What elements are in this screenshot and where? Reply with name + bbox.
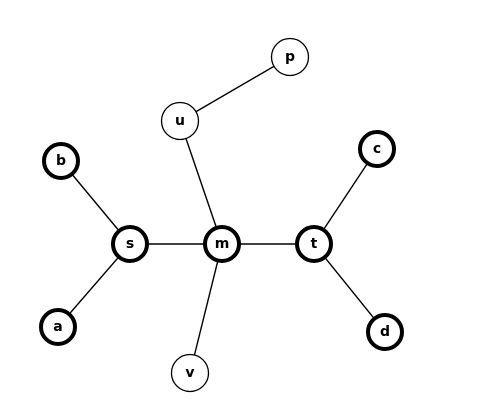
- edge-m-v: [189, 243, 223, 374]
- node-v: v: [170, 353, 210, 393]
- node-b: b: [42, 142, 80, 180]
- node-label-s: s: [126, 236, 134, 252]
- node-t: t: [295, 225, 333, 263]
- edge-u-p: [179, 56, 291, 122]
- edge-u-m: [179, 120, 223, 245]
- node-label-m: m: [215, 236, 230, 252]
- node-d: d: [366, 313, 404, 351]
- node-label-a: a: [53, 319, 62, 335]
- node-circle-c: [358, 130, 396, 168]
- nodes-layer: p u b c s m t a d v: [39, 37, 404, 393]
- node-c: c: [358, 130, 396, 168]
- node-p: p: [270, 37, 310, 77]
- node-m: m: [203, 225, 241, 263]
- node-label-b: b: [56, 153, 66, 169]
- edges-layer: [57, 56, 386, 374]
- node-label-d: d: [380, 324, 390, 340]
- node-circle-v: [170, 353, 210, 393]
- node-u: u: [160, 101, 200, 141]
- node-circle-d: [366, 313, 404, 351]
- node-circle-b: [42, 142, 80, 180]
- node-circle-u: [160, 101, 200, 141]
- node-label-p: p: [285, 49, 295, 65]
- node-label-c: c: [373, 141, 381, 157]
- node-circle-m: [203, 225, 241, 263]
- node-label-u: u: [175, 113, 185, 129]
- node-circle-s: [111, 225, 149, 263]
- node-circle-a: [39, 308, 77, 346]
- node-label-t: t: [311, 236, 318, 252]
- node-circle-p: [270, 37, 310, 77]
- node-a: a: [39, 308, 77, 346]
- node-s: s: [111, 225, 149, 263]
- node-label-v: v: [185, 365, 194, 381]
- node-circle-t: [295, 225, 333, 263]
